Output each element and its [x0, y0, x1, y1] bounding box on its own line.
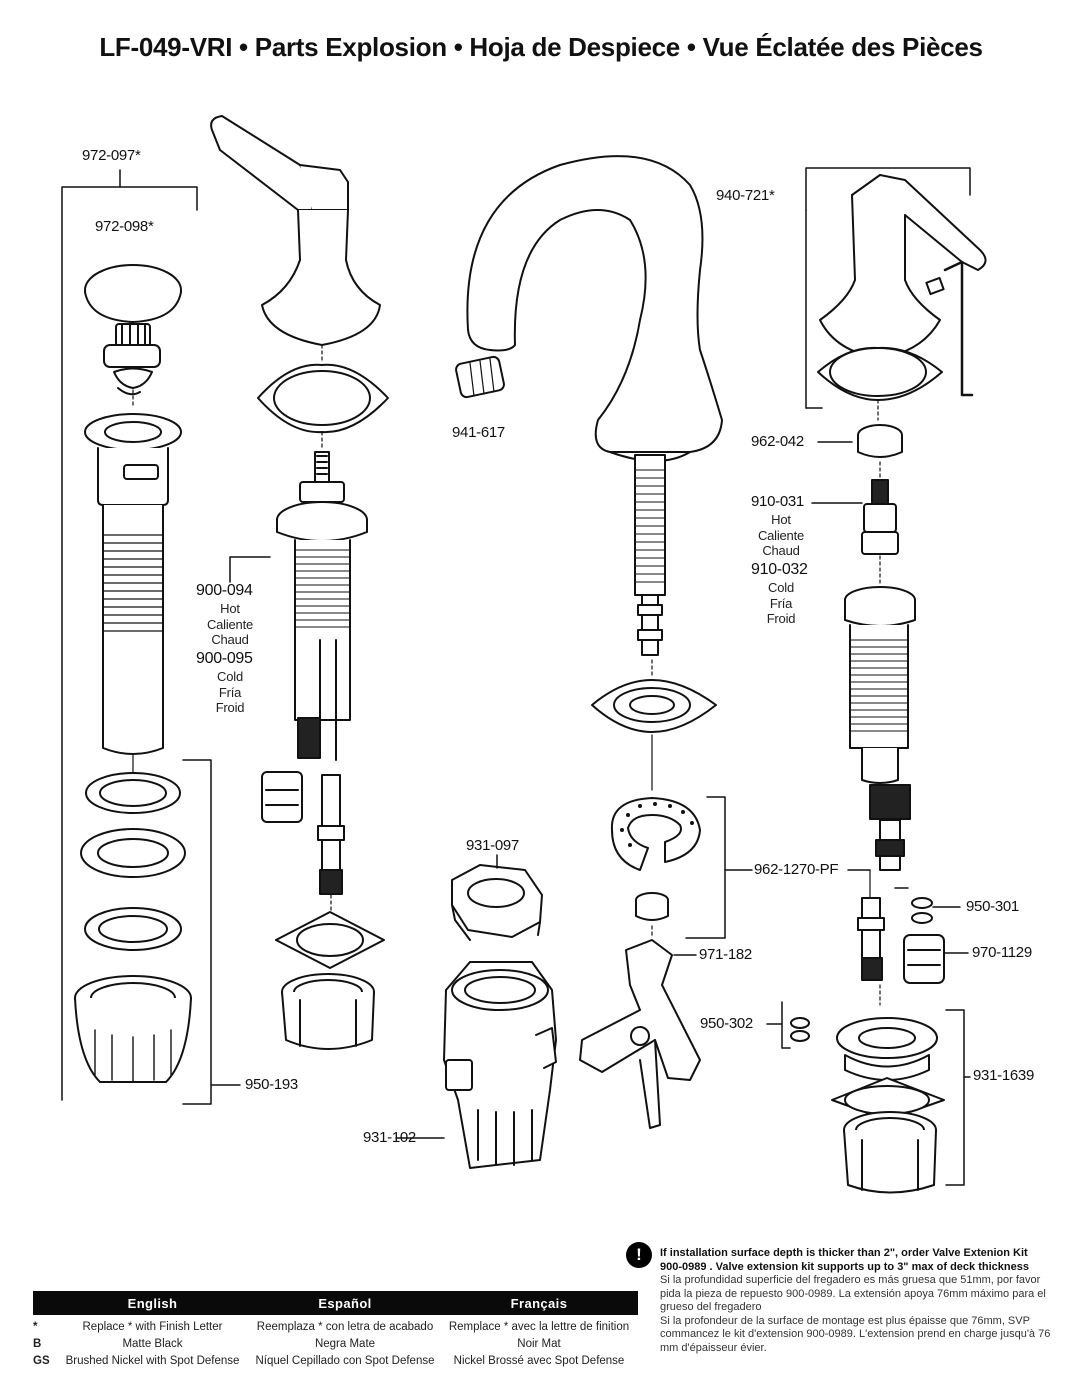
part-label-931-097: 931-097 — [466, 837, 519, 854]
spout-drawing — [455, 155, 753, 1129]
part-label-910-032: 910-032 — [751, 561, 808, 578]
part-label-910-031: 910-031 — [751, 493, 804, 510]
legend-row: * Replace * with Finish Letter Reemplaza… — [33, 1320, 630, 1333]
legend-row: B Matte Black Negra Mate Noir Mat — [33, 1337, 561, 1350]
part-label-900-094: 900-094 — [196, 582, 253, 599]
part-label-962-042: 962-042 — [751, 433, 804, 450]
page-title: LF-049-VRI • Parts Explosion • Hoja de D… — [99, 32, 983, 62]
part-label-941-617: 941-617 — [452, 424, 505, 441]
part-label-972-097: 972-097* — [82, 147, 141, 164]
part-label-971-182: 971-182 — [699, 946, 752, 963]
part-label-940-721: 940-721* — [716, 187, 775, 204]
part-label-970-1129: 970-1129 — [972, 944, 1032, 961]
part-label-972-098: 972-098* — [95, 218, 154, 235]
left-handle-drawing — [210, 115, 389, 1050]
note-french: Si la profondeur de la surface de montag… — [660, 1314, 1051, 1354]
part-label-962-1270-pf: 962-1270-PF — [754, 861, 839, 878]
right-handle-drawing — [766, 167, 987, 1194]
finish-legend-table: English Español Français * Replace * wit… — [33, 1291, 638, 1369]
part-label-950-302: 950-302 — [700, 1015, 753, 1032]
part-label-931-1639: 931-1639 — [973, 1067, 1034, 1084]
legend-header-francais: Français — [510, 1295, 568, 1311]
part-label-950-301: 950-301 — [966, 898, 1019, 915]
note-bold-line-1: If installation surface depth is thicker… — [660, 1247, 1028, 1259]
legend-row: GS Brushed Nickel with Spot Defense Níqu… — [33, 1354, 625, 1367]
warning-icon: ! — [626, 1242, 652, 1268]
part-label-931-102: 931-102 — [363, 1129, 416, 1146]
drain-assembly-drawing — [61, 169, 241, 1105]
legend-header-espanol: Español — [318, 1295, 372, 1311]
part-label-900-095: 900-095 — [196, 650, 253, 667]
note-spanish: Si la profundidad superficie del fregade… — [660, 1274, 1046, 1313]
note-bold-line-2: 900-0989 . Valve extension kit supports … — [660, 1260, 1029, 1273]
mounting-tool-drawing — [395, 854, 557, 1169]
legend-header: English Español Français — [33, 1291, 638, 1315]
legend-header-english: English — [127, 1295, 178, 1311]
part-label-950-193: 950-193 — [245, 1076, 298, 1093]
